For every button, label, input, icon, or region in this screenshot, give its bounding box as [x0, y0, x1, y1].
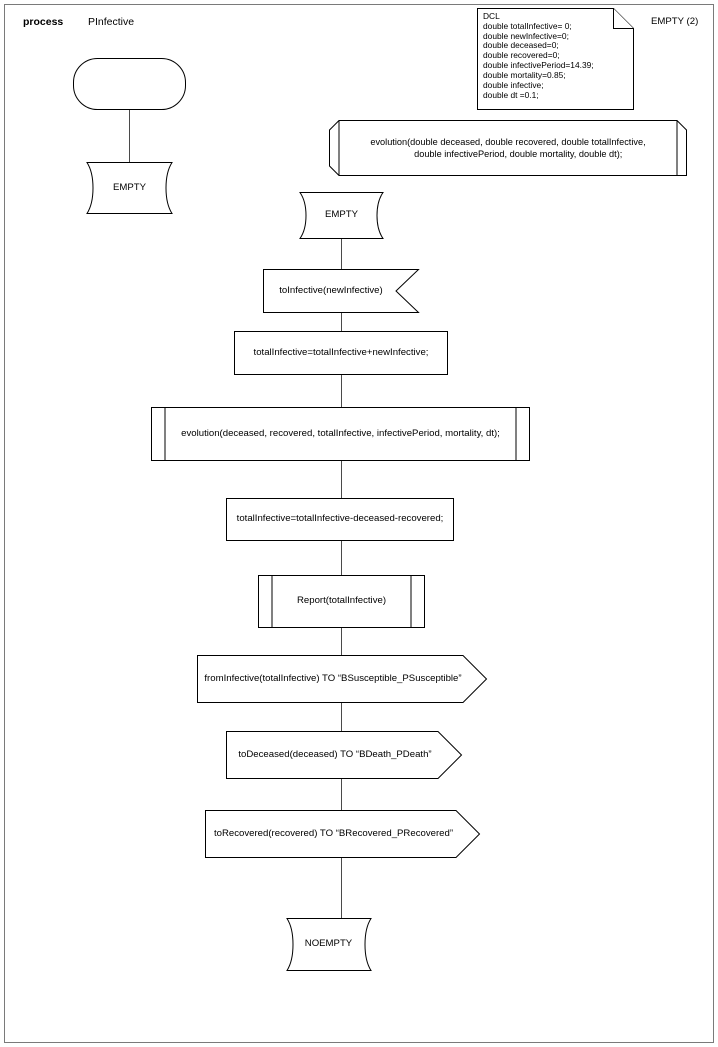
node-task-subtract-label: totalInfective=totalInfective-deceased-r… — [236, 513, 444, 525]
node-state-noempty[interactable]: NOEMPTY — [272, 918, 385, 971]
node-state-empty-left[interactable]: EMPTY — [73, 162, 186, 214]
node-call-evolution[interactable]: evolution(deceased, recovered, totalInfe… — [151, 407, 530, 461]
connector-output3-to-state-noempty — [341, 858, 342, 918]
connector-output2-to-output3 — [341, 779, 342, 810]
node-state-empty-main-label: EMPTY — [324, 209, 359, 221]
node-task-sum-label: totalInfective=totalInfective+newInfecti… — [253, 346, 429, 358]
node-call-report[interactable]: Report(totalInfective) — [258, 575, 425, 628]
node-output-recovered-label: toRecovered(recovered) TO “BRecovered_PR… — [213, 827, 454, 839]
node-output-susceptible-label: fromInfective(totalInfective) TO “BSusce… — [204, 672, 462, 684]
node-input-to-infective[interactable]: toInfective(newInfective) — [263, 269, 420, 313]
node-procedure-declaration-label: evolution(double deceased, double recove… — [370, 136, 646, 159]
node-task-sum[interactable]: totalInfective=totalInfective+newInfecti… — [234, 331, 448, 375]
node-output-death[interactable]: toDeceased(deceased) TO “BDeath_PDeath” — [226, 731, 463, 779]
connector-task1-to-call-evolution — [341, 375, 342, 407]
connector-call-evolution-to-task2 — [341, 461, 342, 498]
dcl-note: DCL double totalInfective= 0; double new… — [477, 8, 634, 110]
connector-call-report-to-output1 — [341, 628, 342, 655]
connector-start-to-state — [129, 110, 130, 162]
node-start-label — [73, 58, 186, 110]
node-state-empty-left-label: EMPTY — [112, 181, 147, 193]
connector-task2-to-call-report — [341, 541, 342, 575]
node-input-to-infective-label: toInfective(newInfective) — [279, 284, 383, 296]
node-state-empty-main[interactable]: EMPTY — [286, 192, 397, 239]
node-procedure-declaration[interactable]: evolution(double deceased, double recove… — [329, 120, 687, 176]
node-task-subtract[interactable]: totalInfective=totalInfective-deceased-r… — [226, 498, 454, 541]
process-name: PInfective — [88, 16, 135, 28]
node-call-report-label: Report(totalInfective) — [296, 595, 387, 607]
node-call-evolution-label: evolution(deceased, recovered, totalInfe… — [181, 427, 500, 439]
page-label: EMPTY (2) — [651, 16, 699, 27]
node-start[interactable] — [73, 58, 186, 110]
node-state-noempty-label: NOEMPTY — [304, 938, 353, 950]
connector-output1-to-output2 — [341, 703, 342, 731]
node-output-recovered[interactable]: toRecovered(recovered) TO “BRecovered_PR… — [205, 810, 481, 858]
process-keyword: process — [23, 16, 64, 28]
node-output-susceptible[interactable]: fromInfective(totalInfective) TO “BSusce… — [197, 655, 488, 703]
node-output-death-label: toDeceased(deceased) TO “BDeath_PDeath” — [238, 748, 432, 760]
connector-input-to-task1 — [341, 313, 342, 331]
dcl-note-text: DCL double totalInfective= 0; double new… — [483, 11, 594, 100]
connector-state-to-input — [341, 239, 342, 269]
